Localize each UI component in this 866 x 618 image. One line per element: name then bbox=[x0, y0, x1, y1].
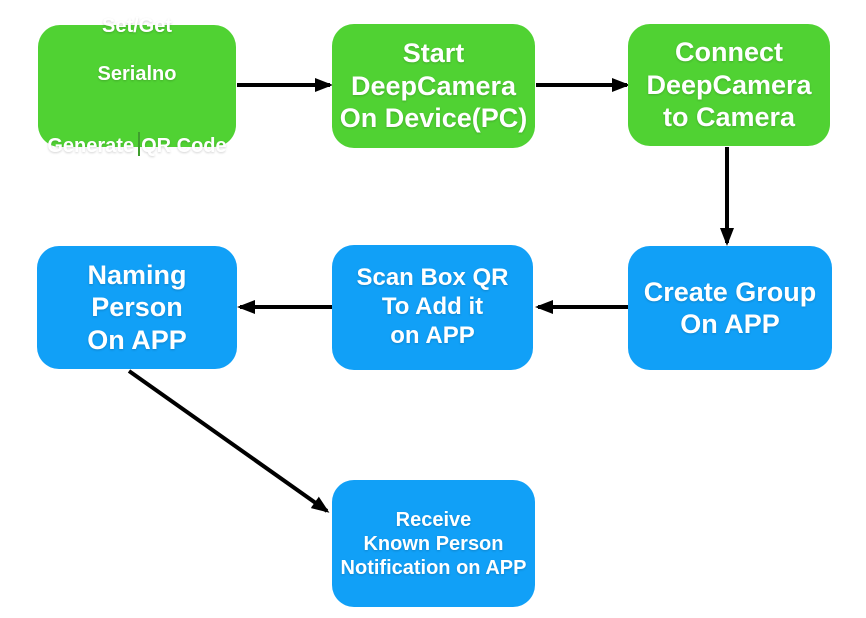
arrow-naming-to-receive[interactable] bbox=[127, 369, 330, 513]
node-start-deepcamera[interactable]: Start DeepCamera On Device(PC) bbox=[332, 24, 535, 148]
node-set-get-serialno-label: Set/Get Serialno Generate QR Code bbox=[47, 0, 226, 182]
node-receive-notification[interactable]: Receive Known Person Notification on APP bbox=[332, 480, 535, 607]
text-cursor bbox=[138, 132, 141, 157]
node-text-segment: QR Code bbox=[141, 134, 227, 157]
node-set-get-serialno[interactable]: Set/Get Serialno Generate QR Code bbox=[38, 15, 236, 157]
node-text-segment: Generate bbox=[47, 134, 135, 157]
node-text-line: Generate QR Code bbox=[47, 132, 227, 157]
node-create-group[interactable]: Create Group On APP bbox=[628, 246, 832, 370]
node-create-group-label: Create Group On APP bbox=[643, 276, 817, 339]
node-connect-deepcamera-label: Connect DeepCamera to Camera bbox=[646, 37, 812, 133]
node-receive-notification-label: Receive Known Person Notification on APP bbox=[340, 508, 527, 579]
node-naming-person[interactable]: Naming Person On APP bbox=[37, 246, 237, 369]
node-scan-box-qr[interactable]: Scan Box QR To Add it on APP bbox=[332, 245, 533, 370]
node-connect-deepcamera[interactable]: Connect DeepCamera to Camera bbox=[628, 24, 830, 146]
node-start-deepcamera-label: Start DeepCamera On Device(PC) bbox=[339, 38, 528, 134]
node-text-line: Set/Get bbox=[101, 14, 173, 37]
node-text-line: Serialno bbox=[97, 62, 177, 85]
node-naming-person-label: Naming Person On APP bbox=[87, 259, 187, 355]
node-scan-box-qr-label: Scan Box QR To Add it on APP bbox=[356, 264, 509, 349]
